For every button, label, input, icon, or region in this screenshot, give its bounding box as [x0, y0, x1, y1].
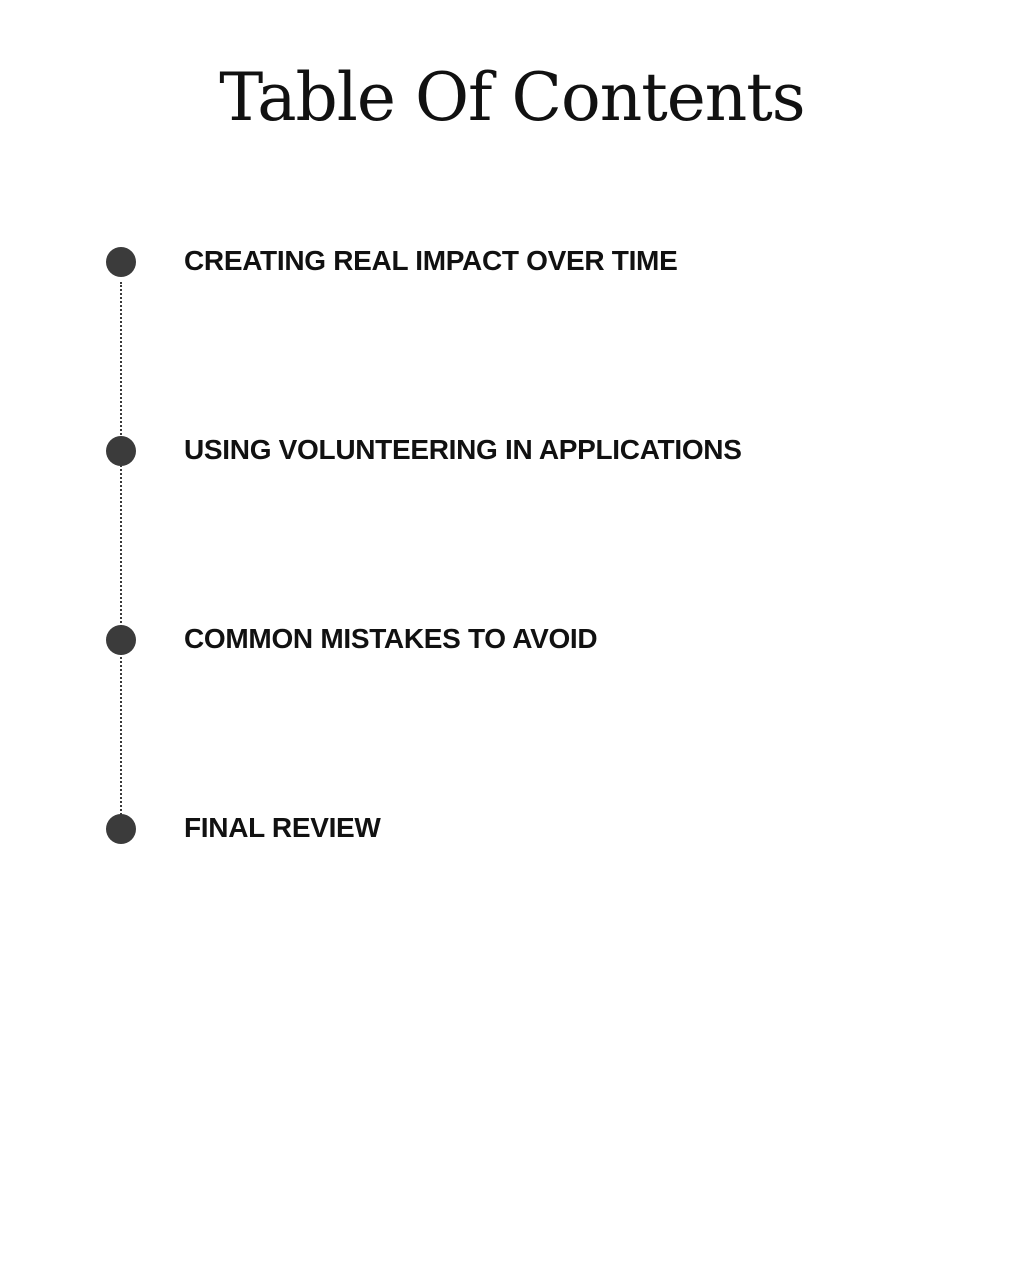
- toc-item-3[interactable]: COMMON MISTAKES TO AVOID: [0, 619, 1024, 659]
- bullet-circle-icon: [106, 625, 136, 655]
- toc-item-label: USING VOLUNTEERING IN APPLICATIONS: [184, 434, 742, 465]
- bullet-circle-icon: [106, 436, 136, 466]
- toc-item-label: CREATING REAL IMPACT OVER TIME: [184, 245, 678, 276]
- page-title: Table Of Contents: [219, 59, 805, 136]
- toc-item-1[interactable]: CREATING REAL IMPACT OVER TIME: [0, 241, 1024, 281]
- timeline-dotted-line: [120, 282, 122, 818]
- bullet-circle-icon: [106, 247, 136, 277]
- toc-item-4[interactable]: FINAL REVIEW: [0, 808, 1024, 848]
- bullet-circle-icon: [106, 814, 136, 844]
- toc-item-label: FINAL REVIEW: [184, 812, 381, 843]
- toc-item-label: COMMON MISTAKES TO AVOID: [184, 623, 598, 654]
- toc-item-2[interactable]: USING VOLUNTEERING IN APPLICATIONS: [0, 430, 1024, 470]
